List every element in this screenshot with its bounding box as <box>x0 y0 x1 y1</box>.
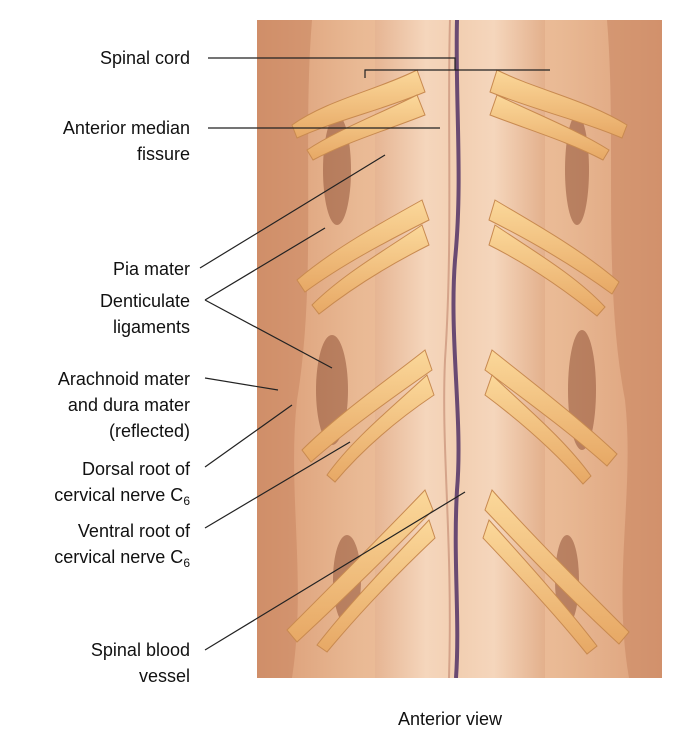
label-anterior-median-fissure: Anterior median fissure <box>62 118 190 164</box>
dura-right <box>607 20 662 678</box>
label-denticulate-ligaments: Denticulate ligaments <box>99 291 190 337</box>
label-arachnoid-dura: Arachnoid mater and dura mater (reflecte… <box>57 369 190 441</box>
caption-anterior-view: Anterior view <box>397 709 503 729</box>
label-dorsal-root: Dorsal root of cervical nerve C6 <box>54 459 190 508</box>
label-spinal-blood-vessel: Spinal blood vessel <box>90 640 190 686</box>
label-spinal-cord: Spinal cord <box>99 48 190 68</box>
nerve-roots-right <box>482 69 630 655</box>
label-ventral-root: Ventral root of cervical nerve C6 <box>54 521 190 570</box>
spinal-cord-photograph <box>257 20 662 678</box>
label-pia-mater: Pia mater <box>112 259 190 279</box>
